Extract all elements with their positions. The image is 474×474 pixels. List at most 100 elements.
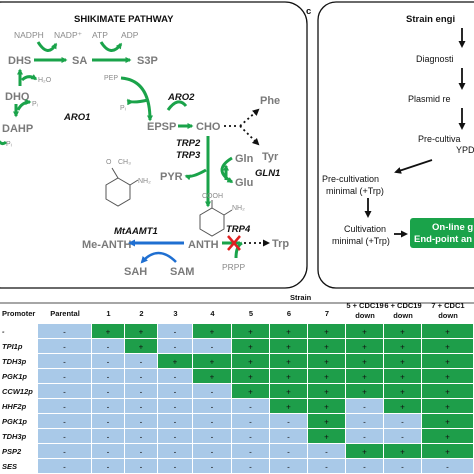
table-cell-value: - — [287, 433, 290, 442]
step-plasmid: Plasmid re — [408, 94, 451, 104]
table-cell-value: + — [286, 343, 291, 352]
gene-trp2: TRP2 — [176, 138, 201, 149]
table-cell-value: + — [362, 373, 367, 382]
table-cell — [38, 399, 91, 413]
table-cell-value: - — [363, 433, 366, 442]
table-cell-value: - — [63, 373, 66, 382]
table-cell — [158, 384, 192, 398]
me-anth-nh2-label: NH₂ — [138, 178, 151, 185]
table-cell — [346, 369, 383, 383]
cofactor-pi-2: Pᵢ — [120, 105, 126, 112]
table-cell — [158, 354, 192, 368]
table-cell-value: - — [107, 418, 110, 427]
table-row: PGK1p-------+--+ — [2, 414, 473, 428]
table-row: CCW12p-----++++++ — [2, 384, 473, 398]
table-cell-value: - — [107, 433, 110, 442]
pathway-panel: SHIKIMATE PATHWAY NADPH NADP⁺ ATP ADP DH… — [0, 1, 308, 289]
strain-header: Strain — [290, 293, 312, 302]
table-cell — [422, 459, 473, 473]
table-cell-value: + — [400, 358, 405, 367]
table-cell-value: - — [363, 403, 366, 412]
table-cell — [92, 384, 124, 398]
table-cell — [422, 369, 473, 383]
table-cell-value: + — [286, 358, 291, 367]
table-cell — [92, 444, 124, 458]
table-cell-value: - — [249, 448, 252, 457]
table-cell-value: + — [173, 358, 178, 367]
table-cell-value: - — [174, 448, 177, 457]
table-cell-value: - — [325, 448, 328, 457]
metabolite-sa: SA — [72, 55, 87, 67]
metabolite-tyr: Tyr — [262, 151, 279, 163]
step-cultivation-a: Cultivation — [344, 224, 386, 234]
table-cell — [346, 354, 383, 368]
table-cell — [422, 399, 473, 413]
metabolite-pyr: PYR — [160, 171, 183, 183]
table-cell-value: + — [400, 373, 405, 382]
table-cell-value: + — [210, 373, 215, 382]
table-cell — [232, 354, 269, 368]
table-cell — [232, 384, 269, 398]
table-cell — [308, 429, 345, 443]
table-row: TDH3p-------+--+ — [2, 429, 473, 443]
table-cell-value: + — [248, 343, 253, 352]
table-cell-value: - — [63, 328, 66, 337]
metabolite-sah: SAH — [124, 266, 147, 278]
table-cell — [125, 459, 157, 473]
table-rows: --++-+++++++TPI1p--+--++++++TDH3p---++++… — [2, 324, 473, 473]
table-cell — [158, 339, 192, 353]
metabolite-glu: Glu — [235, 177, 253, 189]
table-cell-value: - — [174, 463, 177, 472]
column-header-down-2-line1: 7 + CDC1 — [431, 301, 464, 310]
table-cell — [308, 444, 345, 458]
gene-aro1: ARO1 — [63, 112, 90, 123]
table-cell — [38, 459, 91, 473]
workflow-panel: c Strain engi Diagnosti Plasmid re Pre-c… — [306, 1, 474, 289]
table-cell-value: + — [445, 373, 450, 382]
table-row: TPI1p--+--++++++ — [2, 339, 473, 353]
gene-aro2: ARO2 — [167, 92, 195, 103]
table-cell — [158, 324, 192, 338]
table-cell — [193, 339, 231, 353]
table-cell — [125, 444, 157, 458]
table-cell — [38, 354, 91, 368]
column-header-6: 6 — [287, 309, 291, 318]
metabolite-sam: SAM — [170, 266, 194, 278]
table-cell — [308, 354, 345, 368]
table-cell-value: + — [286, 388, 291, 397]
table-row: TDH3p---++++++++ — [2, 354, 473, 368]
step-diagnostic: Diagnosti — [416, 54, 454, 64]
cofactor-prpp: PRPP — [222, 262, 245, 272]
table-cell — [232, 399, 269, 413]
table-cell — [270, 324, 307, 338]
table-cell-value: - — [363, 463, 366, 472]
table-cell-value: + — [445, 448, 450, 457]
table-cell — [92, 354, 124, 368]
table-cell-value: + — [400, 343, 405, 352]
table-cell-value: - — [174, 328, 177, 337]
table-cell-value: + — [445, 343, 450, 352]
table-cell — [158, 459, 192, 473]
arrow-gln-glu — [220, 156, 234, 184]
table-cell — [92, 324, 124, 338]
column-header-down-2-line2: down — [438, 311, 458, 320]
table-cell-value: + — [324, 343, 329, 352]
table-cell — [346, 324, 383, 338]
step-precult2-a: Pre-cultivation — [322, 174, 379, 184]
column-header-3: 3 — [173, 309, 177, 318]
table-cell — [422, 414, 473, 428]
table-cell-value: - — [63, 463, 66, 472]
table-cell — [308, 384, 345, 398]
column-header-down-0-line2: down — [355, 311, 375, 320]
step-precult1-b: YPD — [456, 145, 474, 155]
column-header-2: 2 — [139, 309, 143, 318]
cofactor-pi-1: Pᵢ — [32, 101, 38, 108]
anth-structure: COOH NH₂ — [199, 193, 245, 237]
table-cell-value: + — [362, 388, 367, 397]
table-cell-value: + — [400, 328, 405, 337]
table-cell — [125, 429, 157, 443]
cofactor-pep: PEP — [104, 75, 118, 82]
arrow-to-phe — [239, 108, 260, 127]
